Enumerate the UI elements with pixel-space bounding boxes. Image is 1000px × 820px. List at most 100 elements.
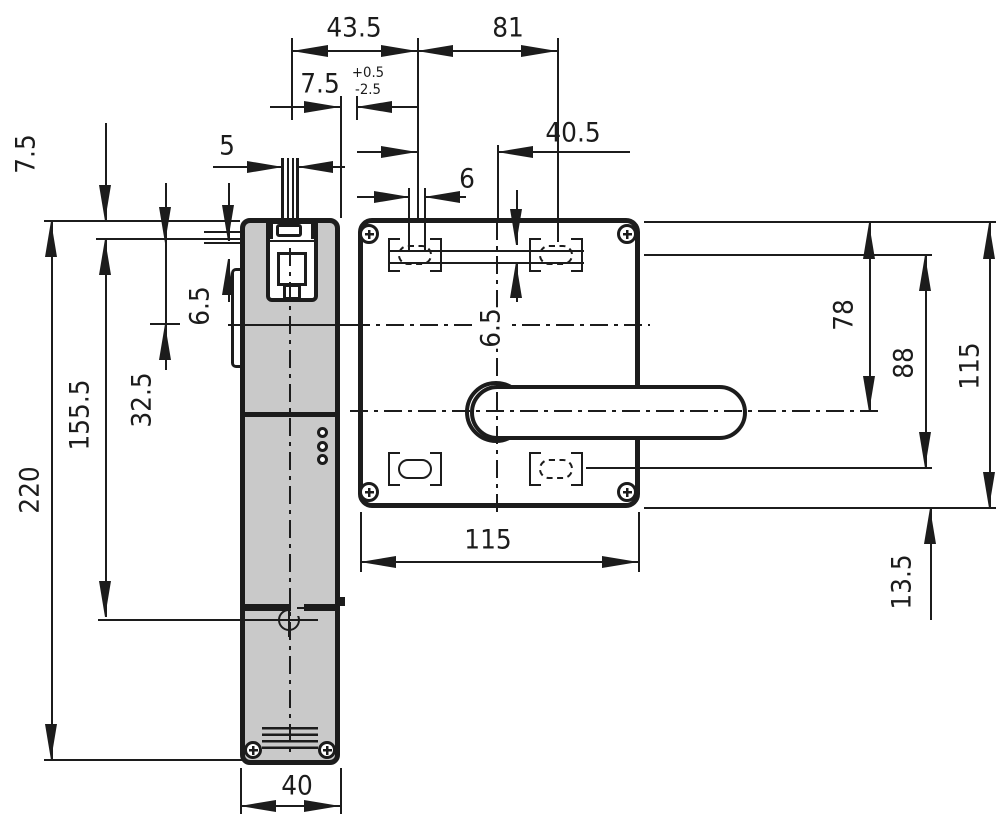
dim-label-7-5-gap: 7.5 xyxy=(300,68,340,100)
front-plate xyxy=(358,218,640,508)
phillips-screw-icon xyxy=(617,482,637,502)
body-side-notch xyxy=(338,597,345,606)
arrowhead xyxy=(497,146,533,158)
arrowhead xyxy=(424,191,460,203)
mounting-slot-bracket xyxy=(571,452,583,486)
arrowhead xyxy=(360,556,396,568)
dimension-line xyxy=(869,223,871,412)
mounting-slot xyxy=(539,459,573,479)
dimension-line xyxy=(930,508,932,620)
arrowhead xyxy=(417,45,453,57)
arrowhead xyxy=(602,556,638,568)
dim-tolerance-minus: -2.5 xyxy=(355,82,381,98)
slot-guide-line xyxy=(388,262,584,264)
led-indicator xyxy=(317,427,328,438)
dim-label-13-5: 13.5 xyxy=(886,554,918,610)
actuator-line xyxy=(296,158,299,220)
dimension-line xyxy=(360,561,638,563)
extension-line xyxy=(638,512,640,572)
latch-line xyxy=(268,240,314,242)
door-handle xyxy=(470,385,747,440)
arrowhead xyxy=(297,161,333,173)
centerline xyxy=(350,410,878,412)
arrowhead xyxy=(863,223,875,259)
centerline xyxy=(228,324,352,326)
arrowhead xyxy=(99,581,111,617)
arrowhead xyxy=(292,45,328,57)
dimension-line xyxy=(516,262,518,302)
arrowhead xyxy=(159,207,171,243)
dim-label-78: 78 xyxy=(828,299,860,331)
arrowhead xyxy=(356,101,392,113)
mounting-slot xyxy=(398,459,432,479)
arrowhead xyxy=(304,800,340,812)
dimension-line xyxy=(105,239,107,617)
arrowhead xyxy=(863,376,875,412)
mounting-slot-bracket xyxy=(430,452,442,486)
arrowhead xyxy=(983,472,995,508)
extension-line xyxy=(644,507,996,509)
arrowhead xyxy=(924,508,936,544)
extension-line xyxy=(557,38,559,242)
arrowhead xyxy=(222,205,234,241)
slot-guide-line xyxy=(408,188,410,250)
dim-label-155-5: 155.5 xyxy=(64,379,96,451)
extension-line xyxy=(340,96,342,218)
arrowhead xyxy=(240,800,276,812)
extension-line xyxy=(98,619,318,621)
phillips-screw-icon xyxy=(617,224,637,244)
arrowhead xyxy=(45,724,57,760)
dimension-line xyxy=(989,223,991,508)
mounting-slot xyxy=(398,245,432,265)
extension-line xyxy=(497,145,499,218)
arrowhead xyxy=(374,191,410,203)
mounting-slot-bracket xyxy=(430,238,442,272)
dimension-line xyxy=(925,255,927,468)
mounting-slot-bracket xyxy=(571,238,583,272)
arrowhead xyxy=(919,432,931,468)
dimension-line xyxy=(165,183,167,370)
arrowhead xyxy=(304,101,340,113)
release-lever-mask xyxy=(291,603,304,616)
dim-label-115-right: 115 xyxy=(954,342,986,390)
extension-line xyxy=(644,221,996,223)
arrowhead xyxy=(45,221,57,257)
dimension-line xyxy=(105,123,107,221)
led-indicator xyxy=(317,441,328,452)
centerline xyxy=(289,248,291,756)
led-indicator xyxy=(317,454,328,465)
arrowhead xyxy=(381,45,417,57)
dimension-line xyxy=(497,151,630,153)
dim-tolerance-plus: +0.5 xyxy=(351,65,385,81)
latch-corner-block xyxy=(311,223,317,239)
extension-line xyxy=(417,38,419,218)
dim-label-6-5-left: 6.5 xyxy=(184,286,216,326)
arrowhead xyxy=(247,161,283,173)
dim-label-40: 40 xyxy=(281,770,313,802)
extension-line xyxy=(360,512,362,572)
phillips-screw-icon xyxy=(244,741,262,759)
dim-label-81: 81 xyxy=(492,12,524,44)
actuator-line xyxy=(292,158,294,220)
dim-label-5: 5 xyxy=(219,130,235,162)
dim-label-7-5-v: 7.5 xyxy=(10,134,42,174)
arrowhead xyxy=(983,223,995,259)
arrowhead xyxy=(510,209,522,245)
dim-label-6-5-right: 6.5 xyxy=(475,307,507,349)
mounting-slot-bracket xyxy=(388,452,400,486)
latch-corner-block xyxy=(267,223,273,239)
dim-label-220: 220 xyxy=(14,466,46,514)
latch-inner-step xyxy=(283,284,301,300)
actuator-tip xyxy=(276,224,302,237)
dimension-line xyxy=(51,221,53,760)
arrowhead xyxy=(99,185,111,221)
dim-label-32-5: 32.5 xyxy=(126,372,158,428)
phillips-screw-icon xyxy=(359,224,379,244)
extension-line xyxy=(44,220,240,222)
actuator-line xyxy=(287,158,289,220)
dim-label-43-5: 43.5 xyxy=(326,12,382,44)
extension-line xyxy=(340,768,342,814)
extension-line xyxy=(586,467,932,469)
dim-label-88: 88 xyxy=(888,347,920,379)
